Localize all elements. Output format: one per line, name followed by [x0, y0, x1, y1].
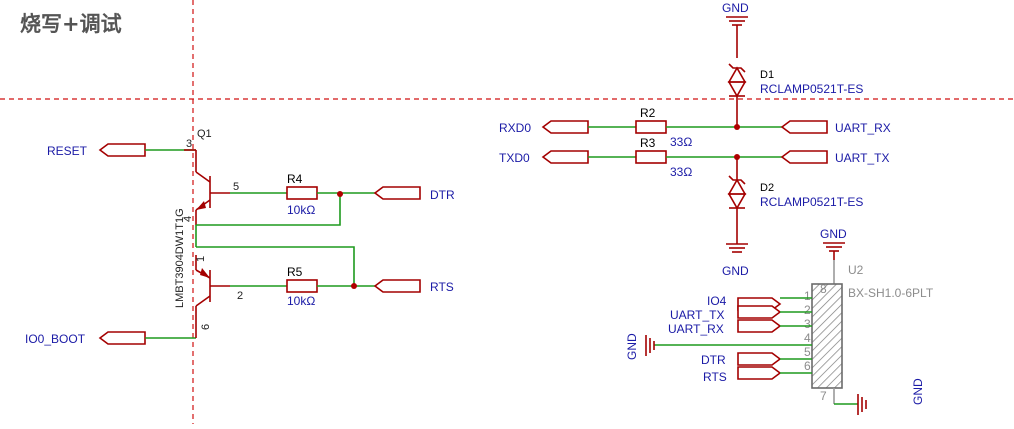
- io4-label: IO4: [707, 294, 727, 308]
- q1-pin1-to-rts-wire: [196, 246, 355, 286]
- d2-designator: D2: [760, 182, 774, 194]
- q1-pin-5: 5: [233, 181, 239, 193]
- uart-rx-label: UART_RX: [835, 121, 891, 135]
- u2-pin-7: 7: [820, 389, 827, 403]
- uart-protection-circuit: GND D1 RCLAMP0521T-ES RXD0 R2 33Ω UART_R…: [499, 1, 891, 278]
- u2-pin-2: 2: [804, 303, 811, 317]
- u2-left-gnd-label: GND: [625, 333, 639, 360]
- r3-resistor: [635, 150, 667, 164]
- q1-part-number: LMBT3904DW1T1G: [174, 208, 186, 308]
- txd0-port: [541, 150, 589, 164]
- q1b-emitter: [195, 295, 211, 307]
- u2-rts-label: RTS: [703, 370, 727, 384]
- q1a-collector: [195, 171, 211, 183]
- d1-gnd-label: GND: [722, 1, 749, 15]
- u2-pin-3: 3: [804, 317, 811, 331]
- r2-value: 33Ω: [670, 135, 692, 149]
- q1-pin-3: 3: [186, 138, 192, 150]
- r5-resistor: [286, 279, 318, 293]
- q1-pin-6: 6: [200, 324, 212, 330]
- d1-tvs-diode: D1 RCLAMP0521T-ES: [727, 63, 863, 127]
- u2-pin-4: 4: [804, 331, 811, 345]
- q1-pin4-to-dtr-wire: [196, 195, 341, 226]
- reset-port: [98, 143, 146, 157]
- r4-designator: R4: [287, 172, 303, 186]
- u2-connector: GND U2 BX-SH1.0-6PLT 1 2 3 4 5 6 7 8 IO4…: [625, 227, 934, 415]
- u2-right-gnd-label: GND: [911, 378, 925, 405]
- q1-pin-1: 1: [195, 256, 207, 262]
- u2-pin-5: 5: [804, 345, 811, 359]
- d1-part-number: RCLAMP0521T-ES: [760, 82, 863, 96]
- dtr-junction: [337, 191, 343, 197]
- u2-rts-port: [737, 366, 782, 380]
- u2-part-number: BX-SH1.0-6PLT: [848, 286, 934, 300]
- uart-tx-port: [780, 150, 828, 164]
- q1-transistor: Q1 LMBT3904DW1T1G 3 5 4 1 2 6: [174, 128, 243, 338]
- rts-junction: [351, 283, 357, 289]
- r2-designator: R2: [640, 106, 656, 120]
- d1-triangle-bottom: [727, 81, 747, 98]
- r4-value: 10kΩ: [287, 203, 315, 217]
- schematic-title: 烧写+调试: [20, 12, 122, 36]
- rxd0-label: RXD0: [499, 121, 531, 135]
- u2-uart-tx-label: UART_TX: [670, 308, 724, 322]
- u2-body: [811, 283, 843, 389]
- d2-gnd-label: GND: [722, 264, 749, 278]
- io0-boot-label: IO0_BOOT: [25, 332, 86, 346]
- r3-value: 33Ω: [670, 165, 692, 179]
- u2-pin-6: 6: [804, 359, 811, 373]
- u2-pin-8: 8: [820, 282, 827, 296]
- dtr-port: [373, 186, 421, 200]
- uart-tx-label: UART_TX: [835, 151, 889, 165]
- d1-designator: D1: [760, 69, 774, 81]
- auto-program-circuit: RESET IO0_BOOT Q1 LMBT3904DW1T1G: [25, 128, 455, 346]
- r5-designator: R5: [287, 265, 303, 279]
- uart-rx-port: [780, 120, 828, 134]
- q1-pin-2: 2: [237, 290, 243, 302]
- rts-port: [373, 279, 421, 293]
- r4-resistor: [286, 186, 318, 200]
- d2-triangle-bottom: [727, 193, 747, 210]
- rxd0-port: [541, 120, 589, 134]
- q1-pin-4: 4: [182, 216, 194, 222]
- q1a-emitter-arrow: [196, 201, 206, 210]
- u2-dtr-label: DTR: [701, 353, 726, 367]
- r3-designator: R3: [640, 136, 656, 150]
- q1b-emitter-arrow: [200, 268, 210, 278]
- r2-resistor: [635, 120, 667, 134]
- d2-part-number: RCLAMP0521T-ES: [760, 195, 863, 209]
- u2-uart-tx-port: [737, 305, 782, 319]
- d2-tvs-diode: D2 RCLAMP0521T-ES: [727, 157, 863, 244]
- u2-uart-rx-label: UART_RX: [668, 322, 724, 336]
- r5-value: 10kΩ: [287, 294, 315, 308]
- u2-uart-rx-port: [737, 319, 782, 333]
- u2-top-gnd-label: GND: [820, 227, 847, 241]
- u2-dtr-port: [737, 352, 782, 366]
- rts-label: RTS: [430, 280, 454, 294]
- u2-pin-1: 1: [804, 289, 811, 303]
- dtr-label: DTR: [430, 188, 455, 202]
- reset-label: RESET: [47, 144, 88, 158]
- uart-rx-junction: [734, 124, 740, 130]
- u2-designator: U2: [848, 263, 864, 277]
- io0-boot-port: [98, 331, 146, 345]
- txd0-label: TXD0: [499, 151, 530, 165]
- q1-designator: Q1: [197, 128, 212, 140]
